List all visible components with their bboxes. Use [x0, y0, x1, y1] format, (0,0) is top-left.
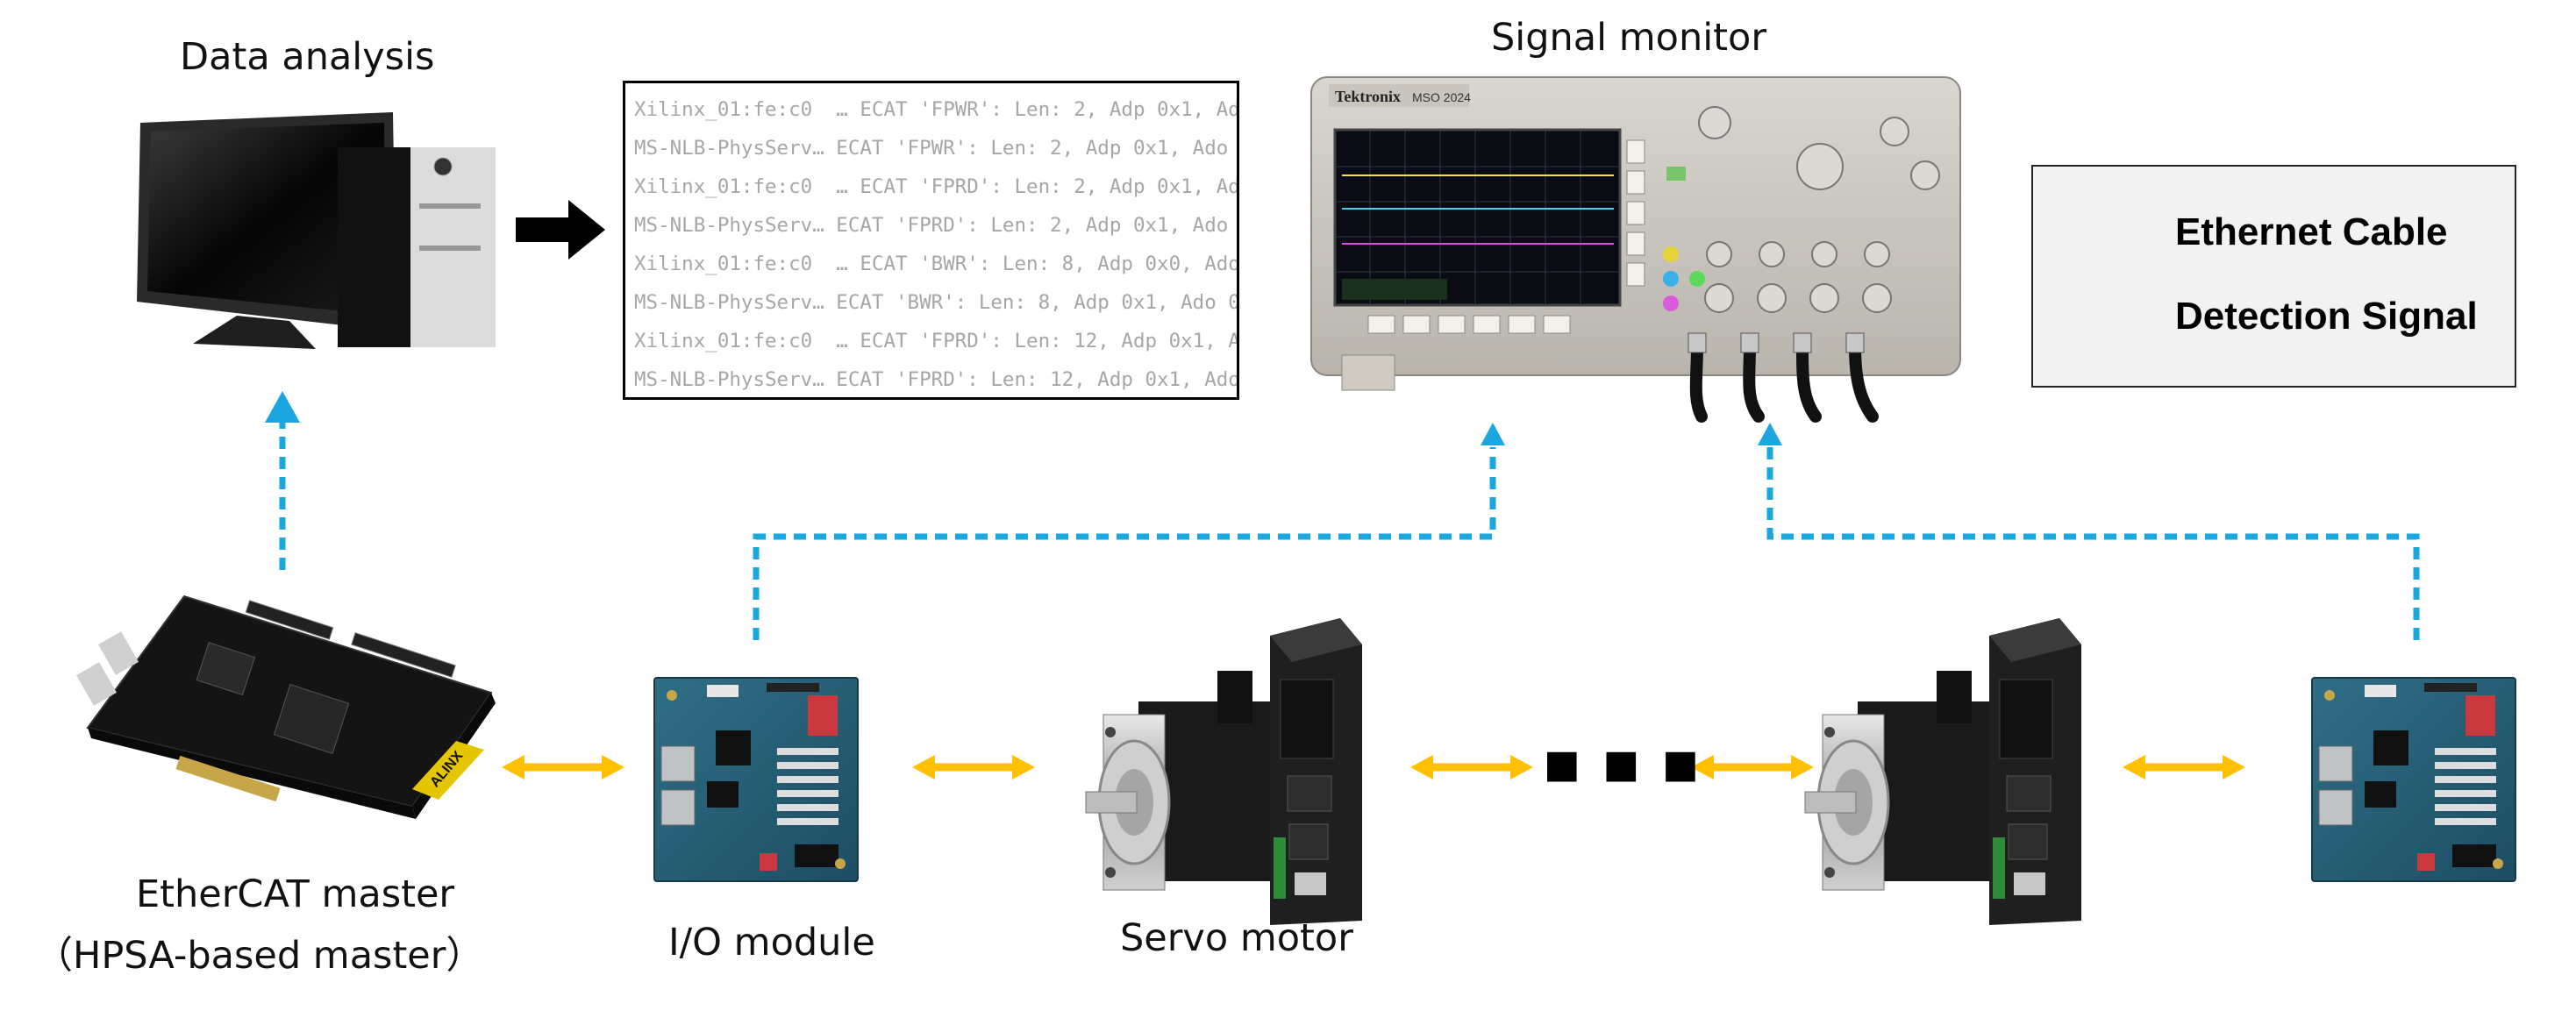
- detection-signal: [279, 419, 2420, 640]
- io-board-icon-right: [2311, 677, 2516, 882]
- servo-motor-icon-right: [1803, 616, 2083, 927]
- packet-line: Xilinx_01:fe:c0 … ECAT 'BWR': Len: 8, Ad…: [634, 253, 1237, 275]
- signal-monitor-label: Signal monitor: [1491, 16, 1766, 60]
- oscilloscope-icon: Tektronix MSO 2024: [1310, 76, 1961, 423]
- svg-text:MSO 2024: MSO 2024: [1412, 90, 1471, 104]
- data-analysis-label: Data analysis: [180, 35, 435, 79]
- packet-line: MS-NLB-PhysServ… ECAT 'FPWR': Len: 2, Ad…: [634, 137, 1229, 160]
- computer-icon: ASUS: [137, 112, 496, 349]
- legend: Ethernet Cable Detection Signal: [2031, 165, 2516, 388]
- io-board-icon: [653, 677, 859, 882]
- legend-ethernet-label: Ethernet Cable: [2175, 210, 2448, 253]
- io-module-label: I/O module: [668, 921, 875, 965]
- servo-motor-icon: [1084, 616, 1364, 927]
- packet-line: Xilinx_01:fe:c0 … ECAT 'FPRD': Len: 12, …: [634, 330, 1237, 352]
- legend-detection-label: Detection Signal: [2175, 295, 2478, 338]
- fpga-board-icon: ALINX: [76, 594, 496, 819]
- ellipsis-dots: ■ ■ ■: [1544, 742, 1704, 787]
- packet-line: MS-NLB-PhysServ… ECAT 'BWR': Len: 8, Adp…: [634, 291, 1237, 314]
- svg-text:Tektronix: Tektronix: [1335, 88, 1401, 105]
- packet-line: MS-NLB-PhysServ… ECAT 'FPRD': Len: 2, Ad…: [634, 214, 1229, 237]
- packet-line: Xilinx_01:fe:c0 … ECAT 'FPWR': Len: 2, A…: [634, 98, 1237, 121]
- packet-line: Xilinx_01:fe:c0 … ECAT 'FPRD': Len: 2, A…: [634, 175, 1237, 198]
- packet-line: MS-NLB-PhysServ… ECAT 'FPRD': Len: 12, A…: [634, 368, 1237, 391]
- black-right-arrow: [516, 200, 605, 260]
- servo-motor-label: Servo motor: [1120, 916, 1353, 960]
- packet-capture-box: Xilinx_01:fe:c0 … ECAT 'FPWR': Len: 2, A…: [623, 81, 1239, 400]
- master-label-line1: EtherCAT master: [136, 872, 455, 916]
- master-label-line2: （HPSA-based master）: [35, 934, 484, 978]
